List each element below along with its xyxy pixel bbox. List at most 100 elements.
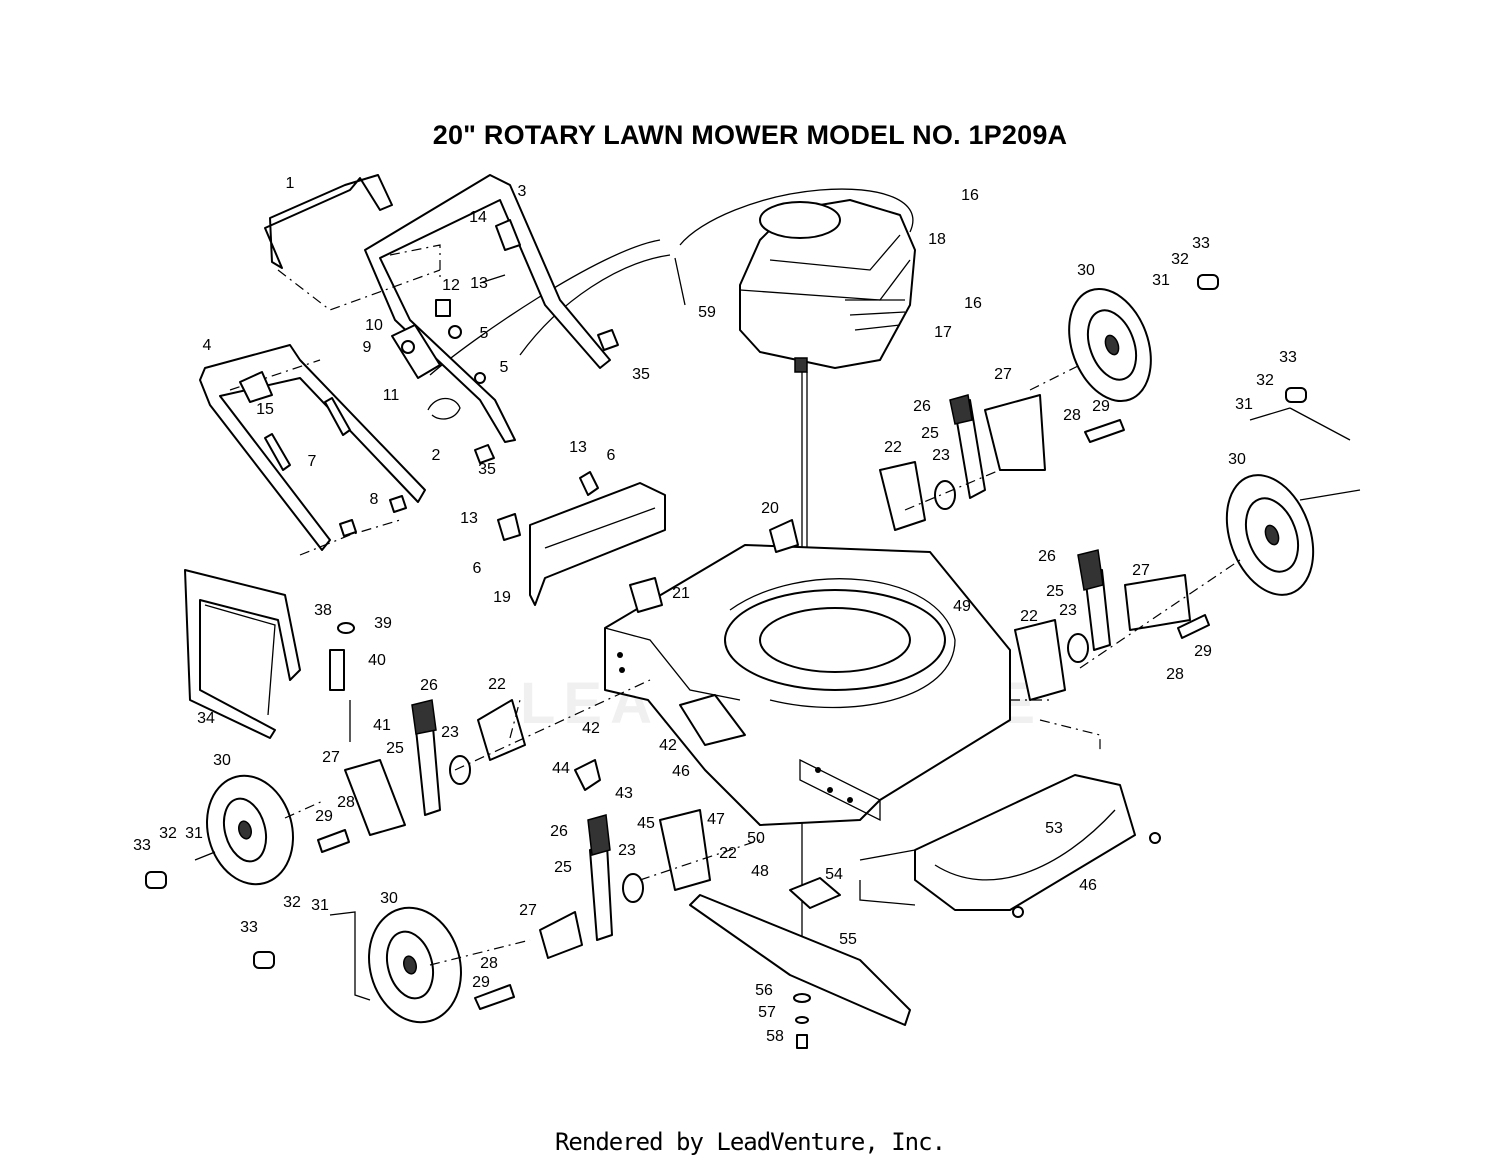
- part-callout-34: 34: [197, 710, 215, 727]
- upper-handle-part: [364, 174, 611, 443]
- part-callout-28: 28: [337, 794, 355, 811]
- part-callout-16: 16: [961, 187, 979, 204]
- part-callout-33: 33: [1192, 235, 1210, 252]
- height-adjuster-rear-right: [879, 394, 1046, 531]
- part-callout-31: 31: [1152, 272, 1170, 289]
- part-callout-29: 29: [315, 808, 333, 825]
- part-callout-18: 18: [928, 231, 946, 248]
- grass-bag-frame-part: [184, 569, 301, 739]
- wheel-front-right: [1225, 474, 1315, 596]
- part-callout-4: 4: [203, 337, 212, 354]
- wheel-front-left: [368, 906, 462, 1024]
- part-callout-19: 19: [493, 589, 511, 606]
- rear-skirt-part: [914, 774, 1136, 911]
- part-callout-31: 31: [185, 825, 203, 842]
- part-callout-57: 57: [758, 1004, 776, 1021]
- rear-baffle-part: [529, 482, 666, 606]
- part-callout-1: 1: [286, 175, 295, 192]
- part-callout-35: 35: [478, 461, 496, 478]
- part-callout-40: 40: [368, 652, 386, 669]
- part-callout-43: 43: [615, 785, 633, 802]
- throttle-cable: [519, 188, 914, 356]
- part-callout-33: 33: [1279, 349, 1297, 366]
- part-callout-54: 54: [825, 866, 843, 883]
- part-callout-16: 16: [964, 295, 982, 312]
- part-callout-22: 22: [488, 676, 506, 693]
- diagram-title: 20" ROTARY LAWN MOWER MODEL NO. 1P209A: [432, 120, 1068, 150]
- part-callout-30: 30: [1077, 262, 1095, 279]
- height-adjuster-rear-left: [344, 699, 526, 836]
- part-callout-30: 30: [380, 890, 398, 907]
- part-callout-26: 26: [1038, 548, 1056, 565]
- height-adjuster-front-left: [539, 809, 711, 959]
- part-callout-20: 20: [761, 500, 779, 517]
- part-callout-23: 23: [932, 447, 950, 464]
- part-callout-50: 50: [747, 830, 765, 847]
- part-callout-6: 6: [607, 447, 616, 464]
- part-callout-15: 15: [256, 401, 274, 418]
- part-callout-2: 2: [432, 447, 441, 464]
- part-callout-17: 17: [934, 324, 952, 341]
- part-callout-33: 33: [133, 837, 151, 854]
- part-callout-53: 53: [1045, 820, 1063, 837]
- part-callout-11: 11: [383, 387, 400, 404]
- part-callout-27: 27: [994, 366, 1012, 383]
- part-callout-39: 39: [374, 615, 392, 632]
- part-callout-22: 22: [719, 845, 737, 862]
- part-callout-23: 23: [618, 842, 636, 859]
- mower-deck-part: [604, 544, 1011, 826]
- part-callout-25: 25: [554, 859, 572, 876]
- part-callout-22: 22: [884, 439, 902, 456]
- footer-credit: Rendered by LeadVenture, Inc.: [554, 1128, 946, 1156]
- part-callout-30: 30: [1228, 451, 1246, 468]
- part-callout-26: 26: [913, 398, 931, 415]
- part-callout-21: 21: [672, 585, 690, 602]
- part-callout-5: 5: [500, 359, 509, 376]
- part-callout-6: 6: [473, 560, 482, 577]
- part-callout-42: 42: [659, 737, 677, 754]
- part-callout-56: 56: [755, 982, 773, 999]
- part-callout-28: 28: [1166, 666, 1184, 683]
- part-callout-28: 28: [1063, 407, 1081, 424]
- part-callout-26: 26: [550, 823, 568, 840]
- part-callout-33: 33: [240, 919, 258, 936]
- part-callout-38: 38: [314, 602, 332, 619]
- part-callout-25: 25: [386, 740, 404, 757]
- part-callout-28: 28: [480, 955, 498, 972]
- part-callout-41: 41: [373, 717, 391, 734]
- blade-adapter-part: [789, 877, 841, 909]
- part-callout-12: 12: [442, 277, 460, 294]
- part-callout-9: 9: [363, 339, 372, 356]
- part-callout-14: 14: [469, 209, 487, 226]
- part-callout-31: 31: [1235, 396, 1253, 413]
- part-callout-26: 26: [420, 677, 438, 694]
- part-callout-3: 3: [518, 183, 527, 200]
- height-adjuster-front-right: [1014, 549, 1191, 701]
- blade-part: [689, 894, 911, 1026]
- part-callout-42: 42: [582, 720, 600, 737]
- part-callout-46: 46: [1079, 877, 1097, 894]
- part-callout-35: 35: [632, 366, 650, 383]
- part-callout-49: 49: [953, 598, 971, 615]
- part-callout-29: 29: [1194, 643, 1212, 660]
- part-callout-23: 23: [441, 724, 459, 741]
- part-callout-32: 32: [283, 894, 301, 911]
- part-callout-23: 23: [1059, 602, 1077, 619]
- part-callout-32: 32: [159, 825, 177, 842]
- part-callout-13: 13: [460, 510, 478, 527]
- part-callout-59: 59: [698, 304, 716, 321]
- part-callout-13: 13: [569, 439, 587, 456]
- part-callout-8: 8: [370, 491, 379, 508]
- part-callout-29: 29: [1092, 398, 1110, 415]
- part-callout-55: 55: [839, 931, 857, 948]
- part-callout-7: 7: [308, 453, 317, 470]
- part-callout-32: 32: [1171, 251, 1189, 268]
- part-callout-22: 22: [1020, 608, 1038, 625]
- part-callout-32: 32: [1256, 372, 1274, 389]
- part-callout-27: 27: [322, 749, 340, 766]
- part-callout-29: 29: [472, 974, 490, 991]
- part-callout-25: 25: [921, 425, 939, 442]
- part-callout-48: 48: [751, 863, 769, 880]
- part-callout-46: 46: [672, 763, 690, 780]
